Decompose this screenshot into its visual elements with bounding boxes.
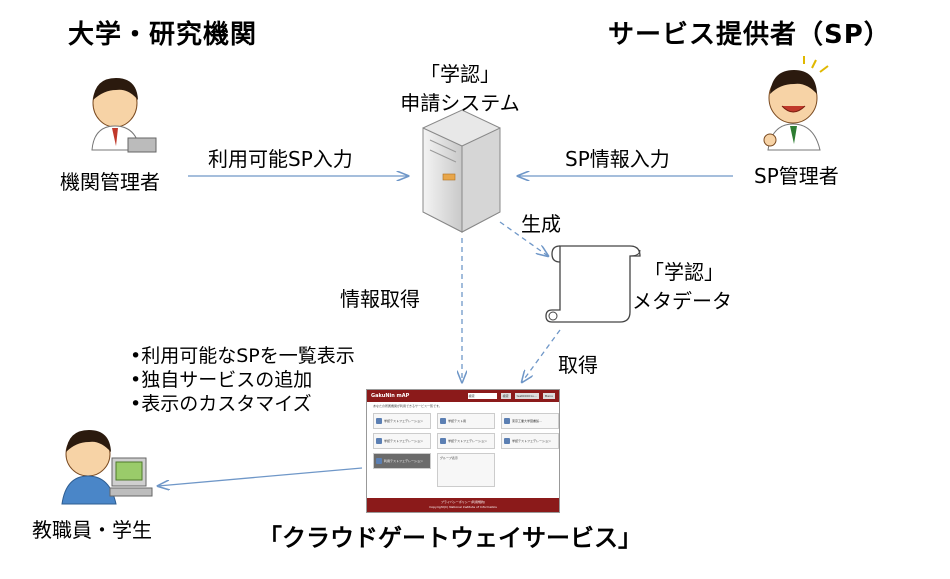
feature-list: •利用可能なSPを一覧表示 •独自サービスの追加 •表示のカスタマイズ (130, 344, 355, 416)
screenshot-header: GakuNin mAP 検索 検索 test00001u... Menu (367, 390, 559, 402)
screenshot-user[interactable]: test00001u... (514, 393, 539, 399)
screenshot-footer-policy[interactable]: プライバシーポリシー(利用規約) (440, 500, 486, 504)
system-label: 「学認」 申請システム (380, 58, 540, 116)
metadata-label-line1: 「学認」 (644, 260, 724, 284)
screenshot-description: あなたの所属機関が利用できるサービス一覧です。 (373, 404, 442, 408)
service-card[interactable]: 利用テストフェデレーション (373, 453, 431, 469)
service-icon (376, 418, 382, 424)
sp-admin-icon (763, 56, 829, 151)
arrow-system-to-metadata (499, 221, 548, 256)
institution-admin-icon (91, 78, 157, 153)
system-label-line2: 申請システム (400, 91, 520, 115)
service-card[interactable]: 学認テストフェデレーション (437, 433, 495, 449)
service-icon (440, 438, 446, 444)
screenshot-menu[interactable]: Menu (542, 393, 555, 399)
service-icon (376, 458, 382, 464)
service-card[interactable]: 学認テストフェデレーション (373, 433, 431, 449)
service-card[interactable]: 東京工業大学図書館… (501, 413, 559, 429)
service-card[interactable]: 学認テストフェデレーション (373, 413, 431, 429)
feature-item: •独自サービスの追加 (130, 369, 313, 391)
system-label-line1: 「学認」 (420, 62, 500, 86)
screenshot-footer-copyright: Copyright(C) National Institute of Infor… (429, 505, 497, 509)
service-card[interactable]: 学認テスト用 (437, 413, 495, 429)
institution-admin-label: 機関管理者 (60, 170, 160, 194)
screenshot-search-input[interactable]: 検索 (467, 393, 497, 399)
feature-item: •表示のカスタマイズ (130, 393, 312, 415)
cloud-gateway-label: 「クラウドゲートウェイサービス」 (258, 524, 642, 552)
staff-student-icon (61, 430, 153, 505)
edge-label-generate: 生成 (521, 212, 561, 236)
arrow-metadata-to-service (522, 329, 561, 382)
edge-label-sp-info-input: SP情報入力 (565, 147, 670, 171)
service-screenshot: GakuNin mAP 検索 検索 test00001u... Menu あなた… (366, 389, 560, 513)
staff-students-label: 教職員・学生 (32, 518, 152, 542)
screenshot-card-grid: 学認テストフェデレーション 学認テスト用 東京工業大学図書館… 学認テストフェデ… (367, 410, 559, 490)
screenshot-title: GakuNin mAP (371, 393, 410, 399)
heading-university: 大学・研究機関 (68, 20, 258, 50)
edge-label-available-sp-input: 利用可能SP入力 (208, 147, 353, 171)
edge-label-get: 取得 (558, 353, 598, 377)
service-icon (504, 418, 510, 424)
sp-admin-label: SP管理者 (754, 164, 839, 188)
scroll-icon (545, 245, 641, 323)
service-icon (376, 438, 382, 444)
metadata-label: 「学認」 メタデータ (632, 256, 732, 314)
edge-label-info-get: 情報取得 (340, 287, 420, 311)
service-icon (440, 418, 446, 424)
service-icon (504, 438, 510, 444)
metadata-label-line2: メタデータ (632, 289, 732, 313)
feature-item: •利用可能なSPを一覧表示 (130, 345, 355, 367)
screenshot-search-button[interactable]: 検索 (500, 393, 511, 399)
server-icon (422, 109, 501, 233)
heading-service-provider: サービス提供者（SP） (608, 20, 891, 50)
screenshot-footer: プライバシーポリシー(利用規約) Copyright(C) National I… (367, 498, 559, 512)
arrow-service-to-user (158, 467, 363, 486)
service-card[interactable]: 学認テストフェデレーション (501, 433, 559, 449)
group-card[interactable]: グループ表示 (437, 453, 495, 487)
